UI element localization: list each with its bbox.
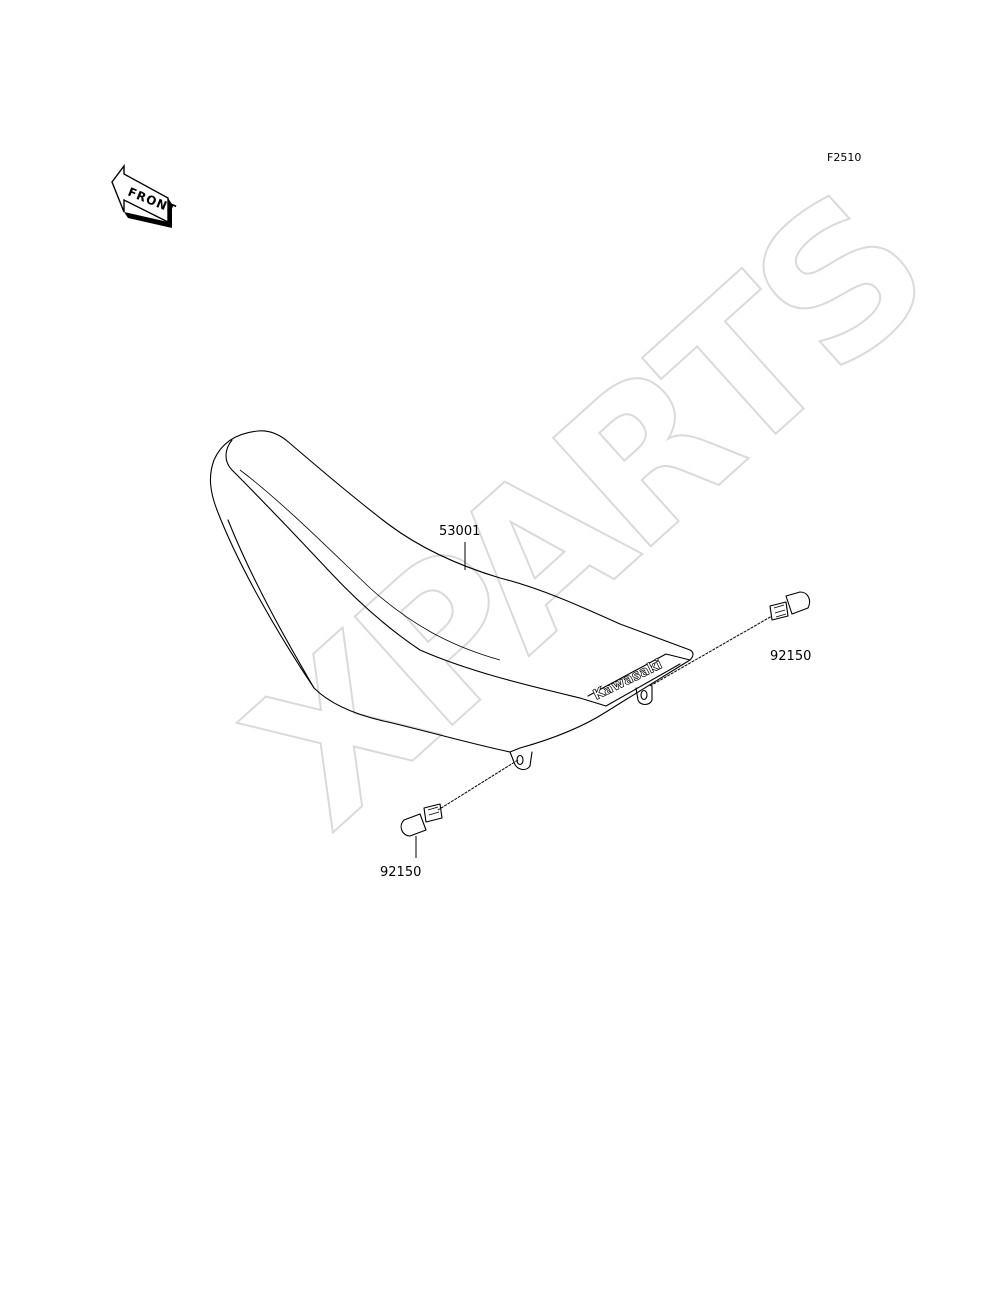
bolt-left-icon: [400, 759, 519, 837]
figure-code: F2510: [827, 151, 861, 164]
watermark: XPARTS: [206, 152, 967, 870]
callout-bolt-left: 92150: [380, 865, 421, 880]
callout-seat: 53001: [439, 524, 480, 539]
front-arrow-icon: FRONT: [111, 163, 178, 228]
callout-bolt-right: 92150: [770, 649, 811, 664]
bolt-right-icon: [649, 591, 811, 687]
seat-logo: Kawasaki: [591, 657, 665, 704]
